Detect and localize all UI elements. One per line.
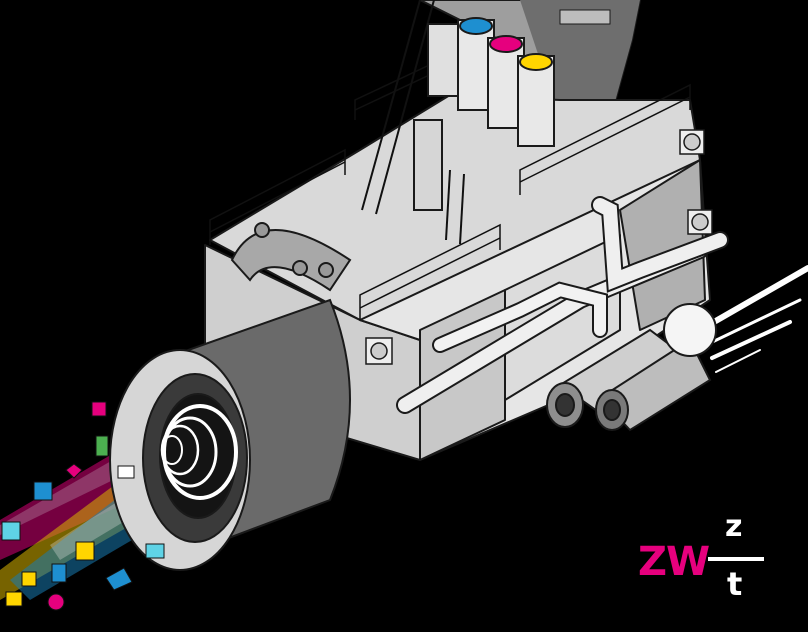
camera-icon (145, 543, 165, 559)
logo-z-letter: z (725, 509, 743, 544)
exhaust-nozzles (546, 303, 717, 432)
cube-icon-cyan (1, 521, 21, 541)
ink-canisters (413, 17, 555, 211)
light-rings (160, 404, 238, 500)
cube-icon-yellow (75, 541, 95, 561)
logo-zw-text: ZW (638, 539, 710, 585)
logo-t-letter: t (727, 565, 743, 603)
ladders (361, 0, 465, 245)
bomb-icon (47, 593, 65, 611)
round-hatch (230, 222, 352, 292)
cactus-icon (95, 435, 109, 457)
laptop-icon (105, 567, 133, 591)
pipes (396, 196, 729, 414)
logo-fraction-bar (708, 557, 764, 561)
vents (365, 129, 713, 365)
box-icon (5, 591, 23, 607)
speed-lines (697, 265, 808, 373)
phone-icon (51, 563, 67, 583)
envelope-icon (117, 465, 135, 479)
gift-icon (91, 401, 107, 417)
magnifier-icon (21, 571, 37, 587)
cube-icon-blue (33, 481, 53, 501)
flying-icons (1, 401, 165, 611)
zwt-logo: ZW z t (636, 512, 776, 612)
heart-icon (65, 463, 83, 479)
